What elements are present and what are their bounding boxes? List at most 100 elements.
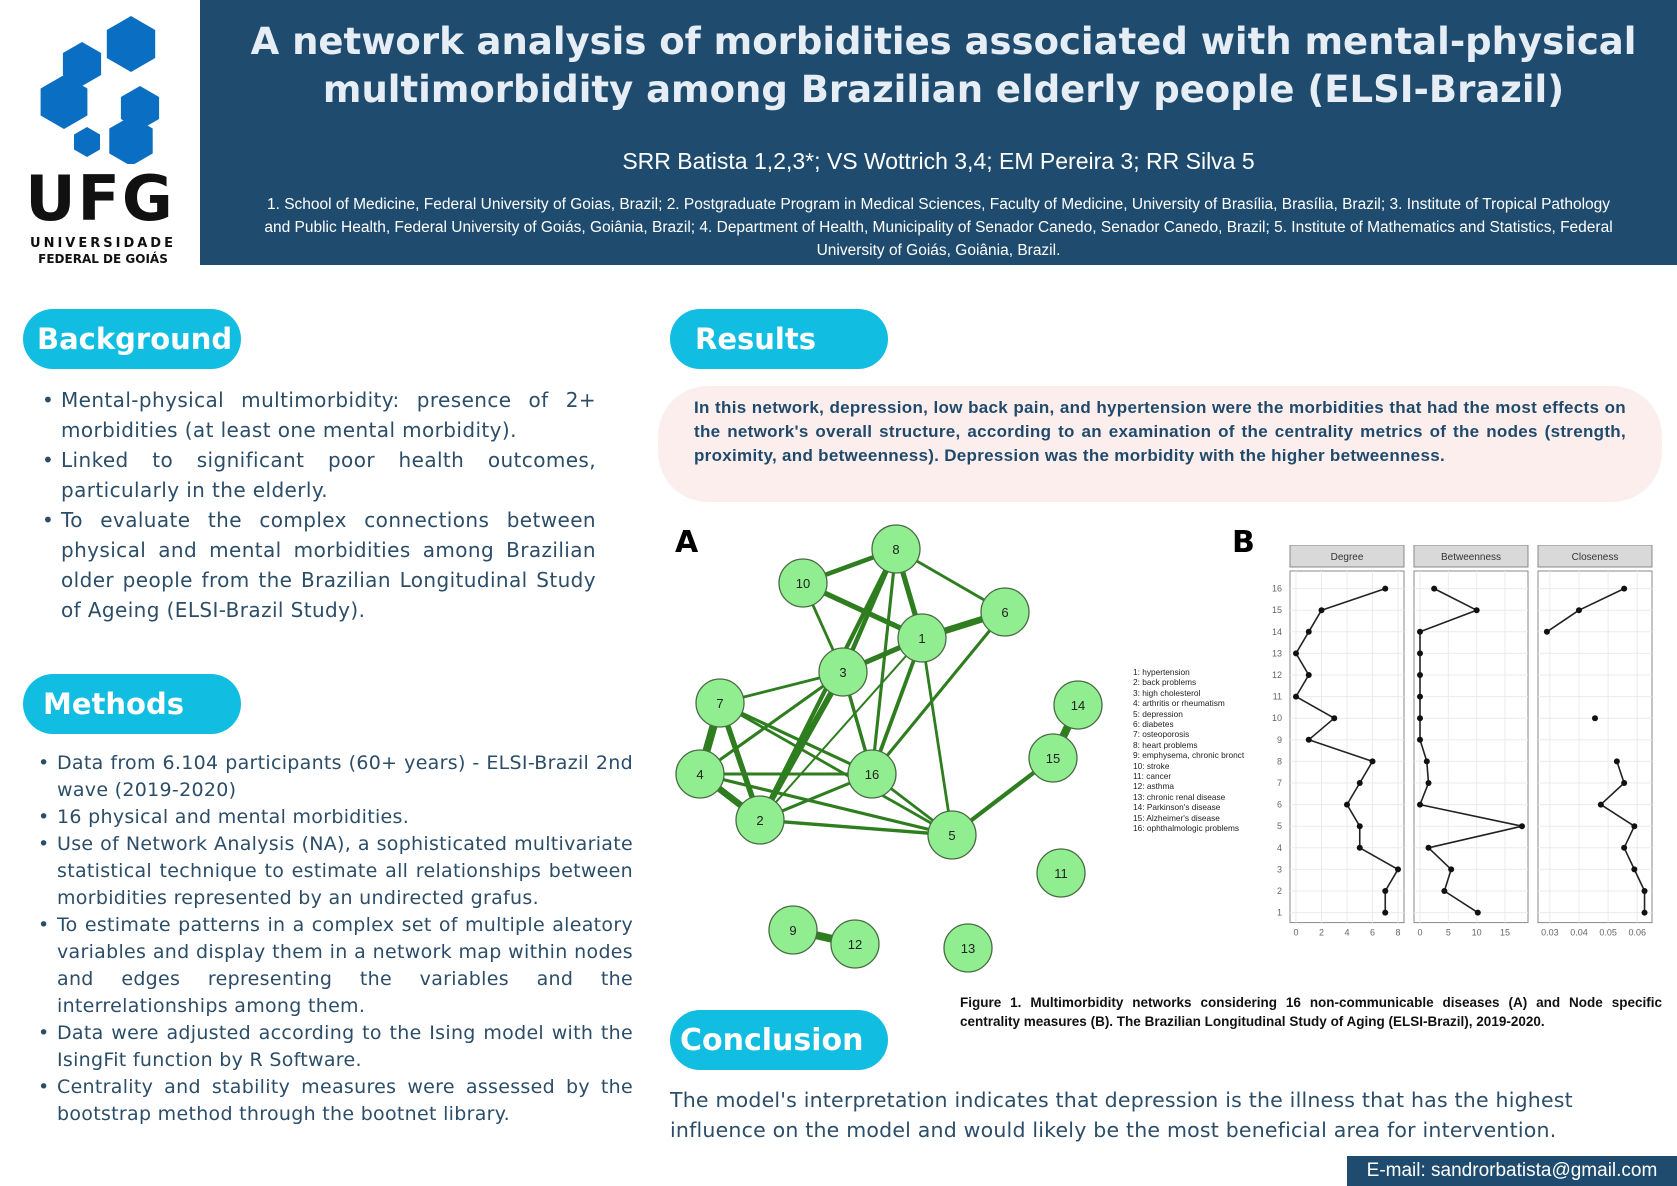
network-edge [758,818,954,837]
y-tick-label: 6 [1277,800,1282,810]
logo-acronym: UFG [25,162,175,235]
network-node: 15 [1028,733,1078,783]
data-point [1395,866,1401,873]
hexagon-icon [109,116,153,164]
x-tick-label: 5 [1446,928,1451,938]
series-segment [1426,761,1430,784]
network-node: 5 [927,810,977,860]
series-segment [1419,609,1477,633]
network-edge [698,670,845,776]
network-edge [718,701,874,776]
legend-entry: 3: high cholesterol [1133,687,1201,698]
series-segment [1546,609,1580,633]
list-item: 16 physical and mental morbidities. [30,804,633,831]
list-item: Linked to significant poor health outcom… [34,445,596,505]
x-tick-label: 0.06 [1628,928,1646,938]
list-item: Use of Network Analysis (NA), a sophisti… [30,831,633,912]
legend-entry: 5: depression [1133,708,1183,719]
figure-b-label: B [1232,525,1255,560]
list-item: To evaluate the complex connections betw… [34,505,596,625]
x-tick-label: 6 [1370,928,1375,938]
hexagon-cluster-icon [40,16,160,164]
y-tick-label: 15 [1272,605,1282,615]
y-tick-label: 13 [1272,648,1282,658]
conclusion-heading: Conclusion [670,1010,888,1070]
affiliations: 1. School of Medicine, Federal Universit… [264,196,1613,259]
network-node: 8 [871,524,921,574]
network-edge [920,636,954,837]
data-point [1417,801,1423,808]
poster-title: A network analysis of morbidities associ… [210,18,1677,114]
results-summary: In this network, depression, low back pa… [658,386,1662,502]
data-point [1592,715,1598,722]
data-point [1474,909,1481,916]
list-item: To estimate patterns in a complex set of… [30,912,633,1020]
series-segment [1346,782,1361,806]
y-tick-label: 11 [1273,692,1282,702]
title-line-2: multimorbidity among Brazilian elderly p… [322,68,1565,111]
network-node: 13 [943,923,993,973]
contact-email[interactable]: E-mail: sandrorbatista@gmail.com [1347,1156,1677,1186]
network-node: 6 [980,587,1030,637]
list-item: Centrality and stability measures were a… [30,1074,633,1128]
node-label: 12 [848,937,862,952]
list-item: Data from 6.104 participants (60+ years)… [30,750,633,804]
results-heading: Results [670,309,888,369]
poster-header: A network analysis of morbidities associ… [200,0,1677,265]
panel-title: Degree [1331,552,1364,563]
list-item: Mental-physical multimorbidity: presence… [34,385,596,445]
series-segment [1419,782,1430,805]
data-point [1417,672,1423,678]
legend-entry: 14: Parkinson's disease [1133,802,1221,813]
background-heading: Background [23,309,241,369]
legend-entry: 2: back problems [1133,677,1197,688]
series-segment [1616,761,1625,784]
node-label: 7 [716,696,723,711]
hexagon-icon [74,127,100,157]
data-point [1597,801,1604,808]
series-segment [1419,739,1428,762]
data-point [1425,780,1432,786]
data-point [1356,780,1363,786]
node-label: 6 [1001,605,1008,620]
series-segment [1433,587,1478,611]
authors: SRR Batista 1,2,3*; VS Wottrich 3,4; EM … [622,148,1255,174]
data-point [1356,844,1363,851]
data-point [1431,585,1438,592]
node-label: 16 [865,767,879,782]
data-point [1382,888,1389,894]
legend-entry: 7: osteoporosis [1133,729,1190,740]
network-node: 3 [818,647,868,697]
legend-entry: 13: chronic renal disease [1133,791,1226,802]
series-segment [1359,760,1374,784]
x-tick-label: 0.04 [1570,928,1588,938]
data-point [1425,844,1432,851]
data-point [1382,585,1389,592]
figure-caption: Figure 1. Multimorbidity networks consid… [960,995,1662,1029]
series-segment [1623,825,1636,849]
series-segment [1295,674,1310,698]
data-point [1543,628,1550,635]
data-point [1423,758,1430,765]
series-segment [1443,869,1452,892]
series-segment [1623,847,1636,870]
data-point [1331,715,1338,722]
x-tick-label: 2 [1319,928,1324,938]
series-segment [1346,804,1361,827]
legend-entry: 16: ophthalmologic problems [1133,823,1240,834]
series-segment [1600,803,1635,827]
panel-title: Betweenness [1441,552,1501,563]
node-label: 11 [1054,866,1068,881]
node-label: 8 [892,542,899,557]
data-point [1344,801,1350,808]
hexagon-icon [106,16,156,72]
data-point [1519,823,1525,830]
network-node: 11 [1036,848,1086,898]
legend-entry: 8: heart problems [1133,739,1198,750]
legend-entry: 15: Alzheimer's disease [1133,812,1220,823]
node-label: 1 [918,631,925,646]
network-edge [870,547,898,776]
